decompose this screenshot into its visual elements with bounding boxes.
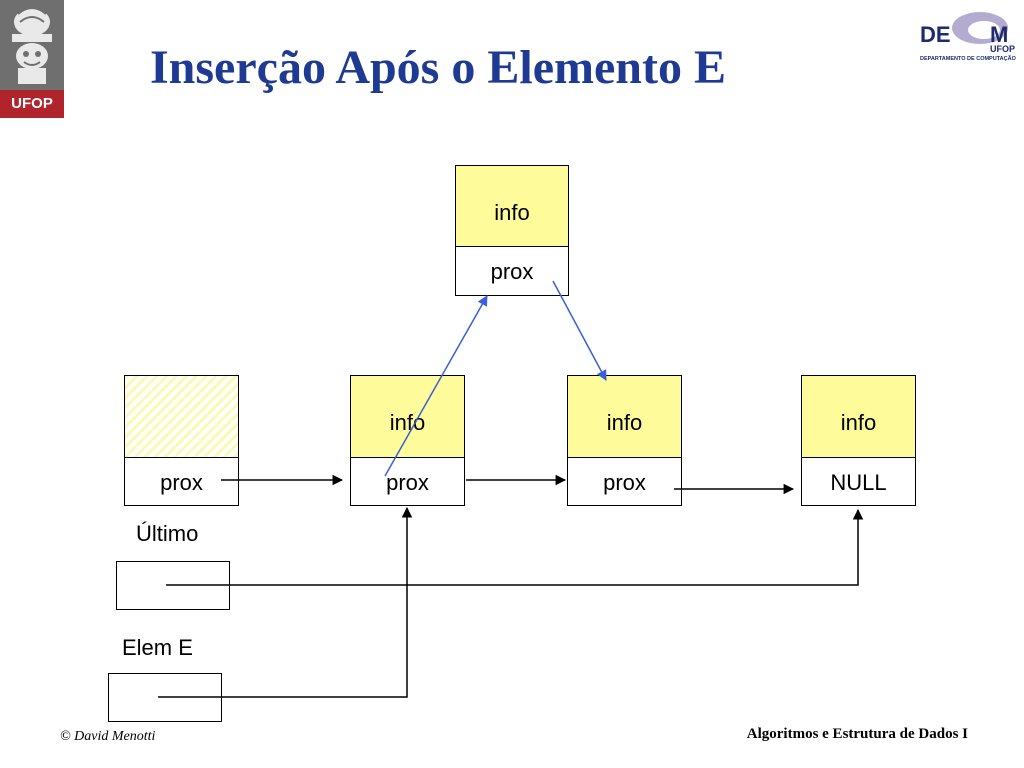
arrow-new-node-to-node2 — [552, 280, 607, 381]
ultimo-label: Último — [136, 521, 199, 546]
node-3-next-cell: NULL — [801, 457, 916, 506]
decom-logo-de: DE — [920, 22, 951, 47]
new-node-info-cell: info — [455, 165, 569, 247]
node-3-info-cell: info — [801, 375, 916, 458]
decom-logo-ufop: UFOP — [990, 44, 1016, 54]
decom-logo-dept: DEPARTAMENTO DE COMPUTAÇÃO — [920, 56, 1016, 62]
node-2-next-cell: prox — [567, 457, 682, 506]
footer-course: Algoritmos e Estrutura de Dados I — [746, 726, 968, 742]
ufop-logo: UFOP — [0, 0, 64, 118]
node-1-next-cell: prox — [350, 457, 465, 506]
slide-title: Inserção Após o Elemento E — [150, 41, 726, 94]
arrow-ultimo-to-node3 — [166, 508, 864, 586]
arrow-node1-to-new-node — [384, 295, 488, 477]
node-1-info-cell: info — [350, 375, 465, 458]
ufop-emblem-icon — [12, 7, 52, 84]
decom-logo-m: M — [990, 22, 1009, 47]
ufop-logo-text: UFOP — [0, 90, 64, 118]
footer-author: © David Menotti — [60, 729, 156, 744]
node-2-info-cell: info — [567, 375, 682, 458]
arrow-elem-to-node1 — [158, 506, 413, 698]
node-0-next-cell: prox — [124, 457, 239, 506]
new-node-next-cell: prox — [455, 246, 569, 296]
decom-swoosh-icon — [952, 12, 1008, 44]
decom-logo: DE M UFOP DEPARTAMENTO DE COMPUTAÇÃO — [918, 6, 1022, 64]
elem-e-label: Elem E — [122, 635, 193, 660]
